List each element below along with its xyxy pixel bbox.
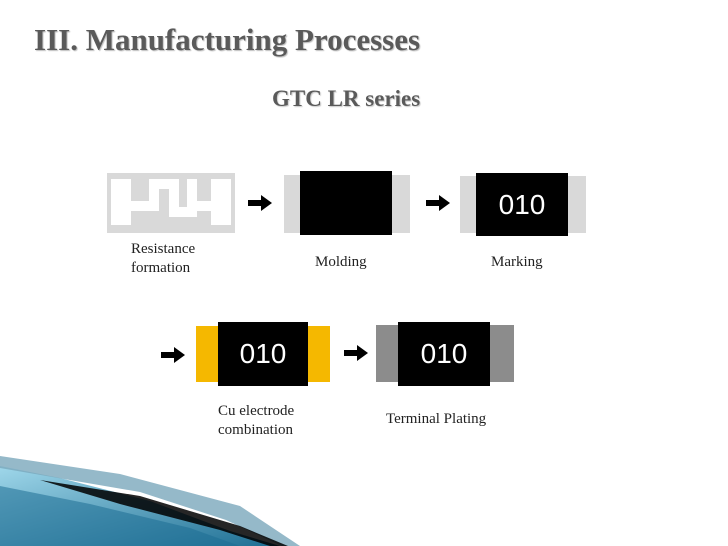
step-label-molding: Molding [315, 254, 367, 270]
arrow-right-icon [344, 345, 368, 361]
arrow-right-icon [426, 195, 450, 211]
step-label-resistance-formation: Resistance formation [131, 241, 196, 276]
decorative-swoosh [0, 456, 300, 546]
arrow-right-icon [161, 347, 185, 363]
plating-chip-code: 010 [398, 322, 490, 386]
step-label-marking: Marking [491, 254, 543, 270]
cu-electrode-chip-code: 010 [218, 322, 308, 386]
molding-chip-body [300, 171, 392, 235]
marking-chip-code: 010 [476, 173, 568, 236]
arrow-right-icon [248, 195, 272, 211]
step-label-terminal-plating: Terminal Plating [386, 411, 487, 427]
step-label-cu-electrode: Cu electrode combination [218, 403, 295, 438]
page-title: III. Manufacturing Processes [34, 22, 421, 57]
page-subtitle: GTC LR series [272, 86, 421, 111]
resistance-pattern [107, 173, 235, 233]
